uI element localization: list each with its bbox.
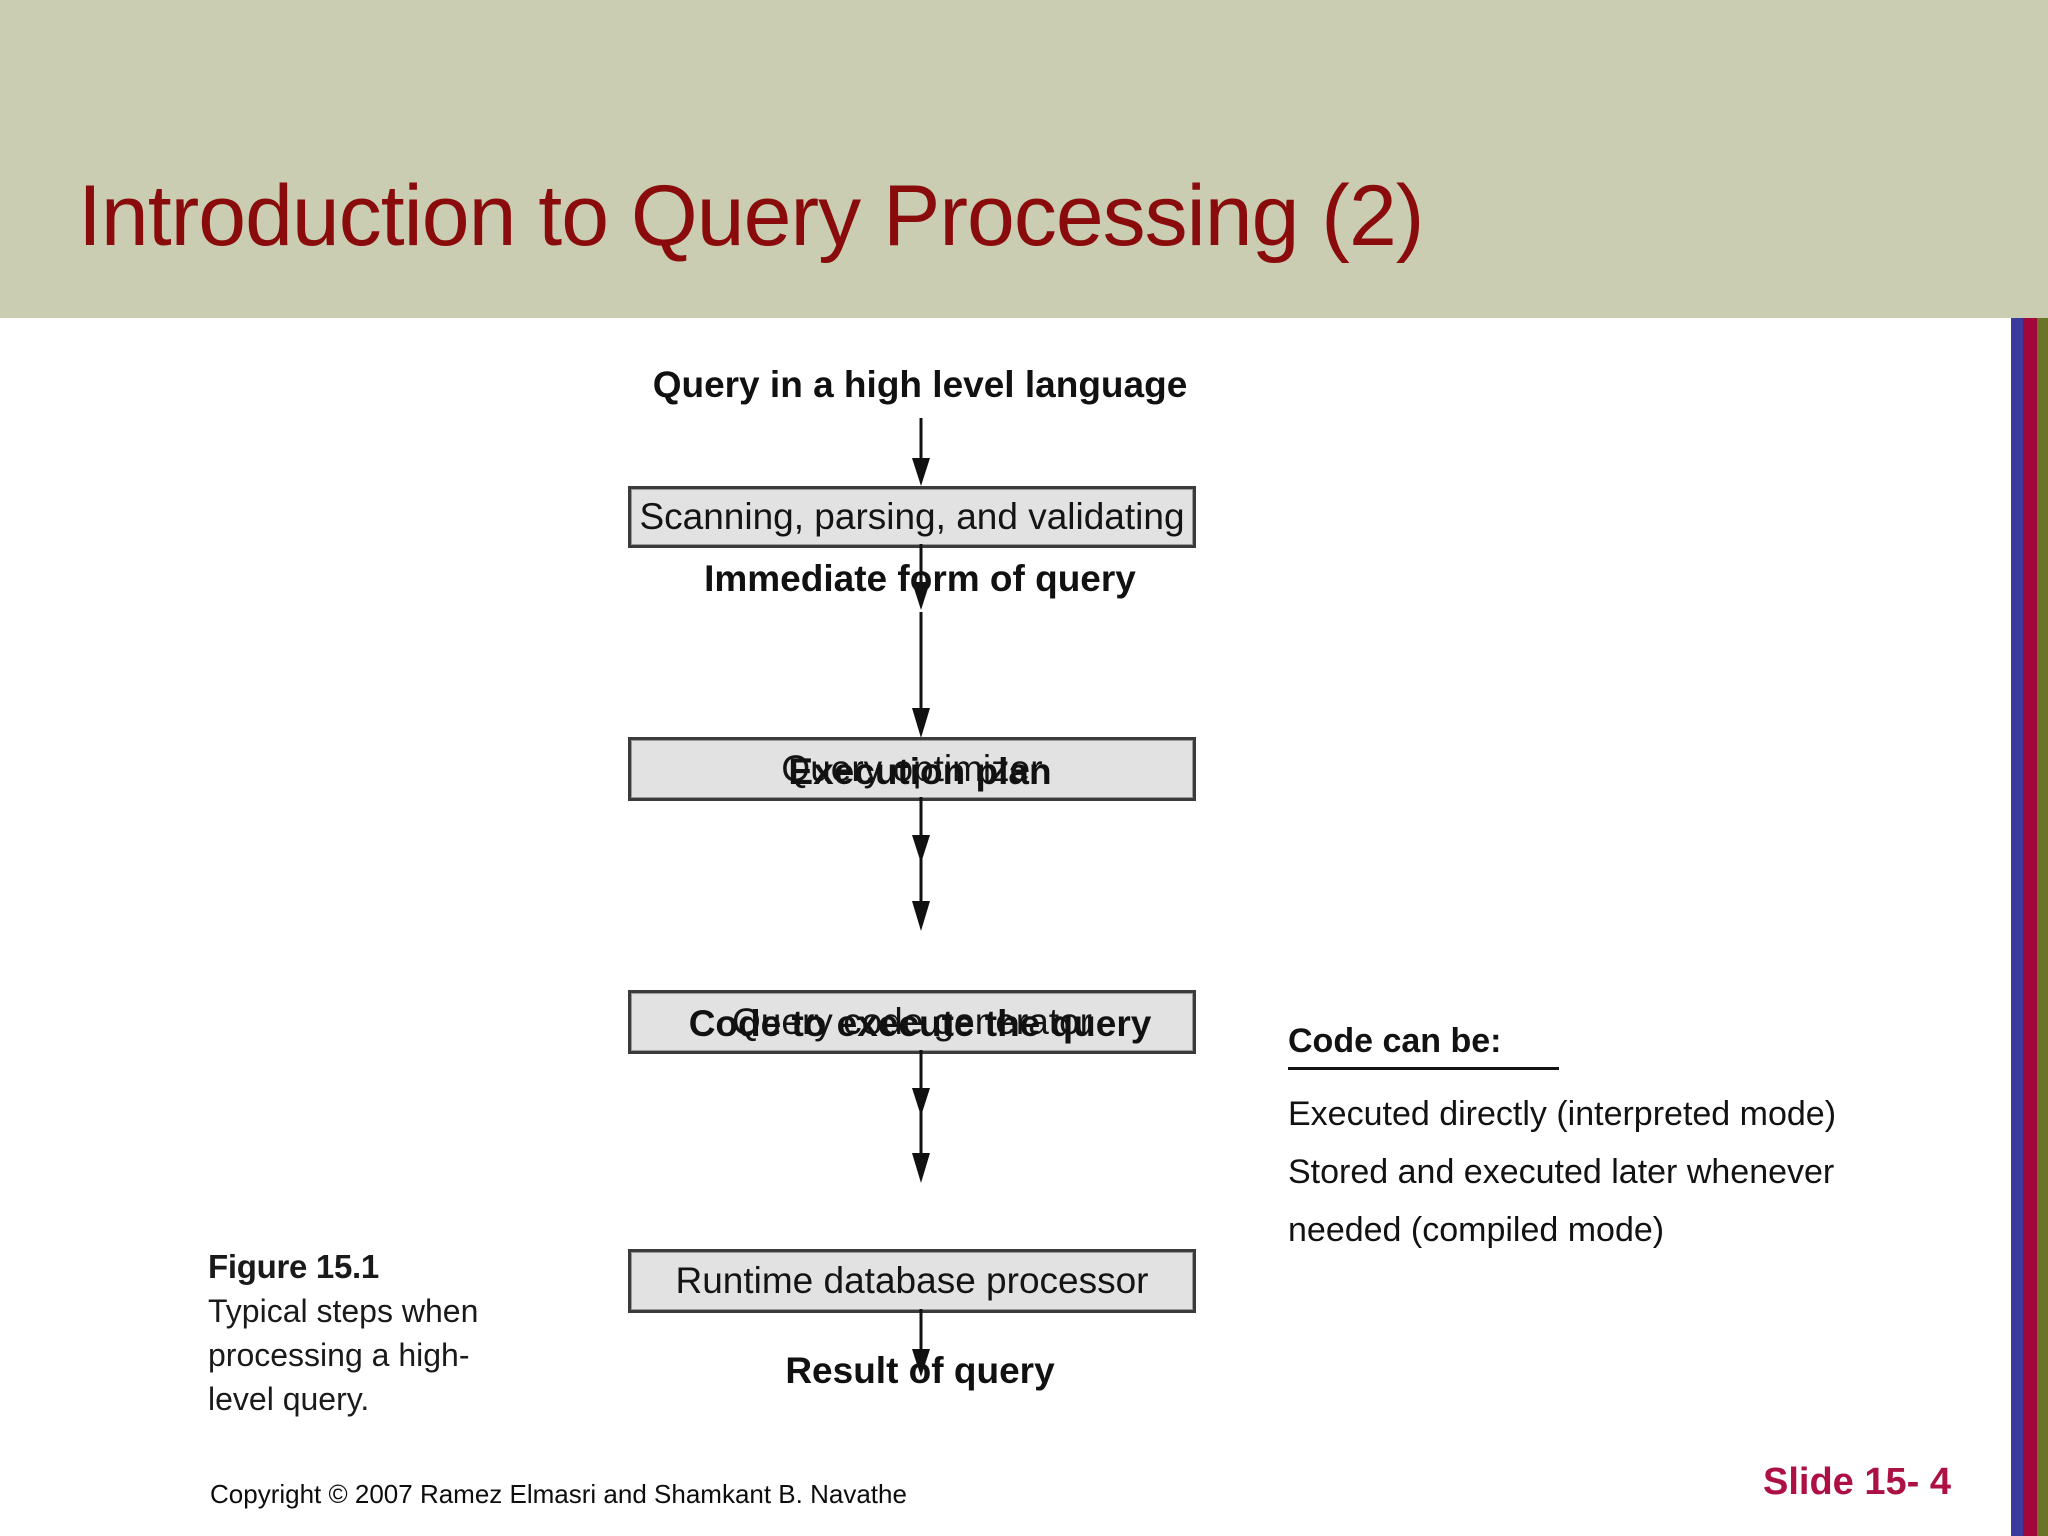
flow-arrow-7 [906,1057,936,1183]
flow-arrow-3 [906,612,936,738]
figure-caption-line-2: processing a high- [208,1337,470,1373]
page-title: Introduction to Query Processing (2) [78,168,1424,264]
query-processing-flowchart: Query in a high level language Scanning,… [0,318,2048,1448]
flow-box-scanning-parsing-validating: Scanning, parsing, and validating [628,486,1196,548]
flow-box-query-code-generator: Query code generator [628,990,1196,1054]
copyright-notice: Copyright © 2007 Ramez Elmasri and Shamk… [210,1479,907,1509]
code-note-line-1: Executed directly (interpreted mode) [1288,1095,1837,1133]
flow-label-query-in-high-level-language: Query in a high level language [652,364,1188,405]
flow-arrow-2 [906,544,936,610]
code-can-be-note: Code can be: Executed directly (interpre… [1288,1018,1908,1264]
edge-stripe-red [2023,318,2037,1536]
flow-label-code-to-execute-the-query: Code to execute the query [688,1003,1152,1044]
flow-label-execution-plan: Execution plan [788,751,1052,792]
flow-label-result-of-query: Result of query [785,1350,1055,1391]
code-note-heading: Code can be: [1288,1018,1560,1070]
flow-arrow-5 [906,805,936,931]
code-note-line-3: needed (compiled mode) [1288,1211,1665,1249]
flow-box-query-optimizer: Query optimizer [628,737,1196,801]
figure-caption-line-3: level query. [208,1381,370,1417]
flow-arrow-8 [906,1309,936,1377]
figure-caption-line-1: Typical steps when [208,1293,479,1329]
slide-header-band [0,0,2048,318]
edge-stripe-olive [2037,318,2048,1536]
figure-caption: Figure 15.1 Typical steps when processin… [208,1245,538,1421]
slide-number: Slide 15- 4 [1763,1461,1951,1503]
code-note-line-2: Stored and executed later whenever [1288,1153,1835,1191]
flow-arrow-1 [906,418,936,486]
edge-stripe-blue [2011,318,2023,1536]
flow-label-immediate-form-of-query: Immediate form of query [704,558,1136,599]
figure-number: Figure 15.1 [208,1248,379,1285]
flow-box-runtime-database-processor: Runtime database processor [628,1249,1196,1313]
